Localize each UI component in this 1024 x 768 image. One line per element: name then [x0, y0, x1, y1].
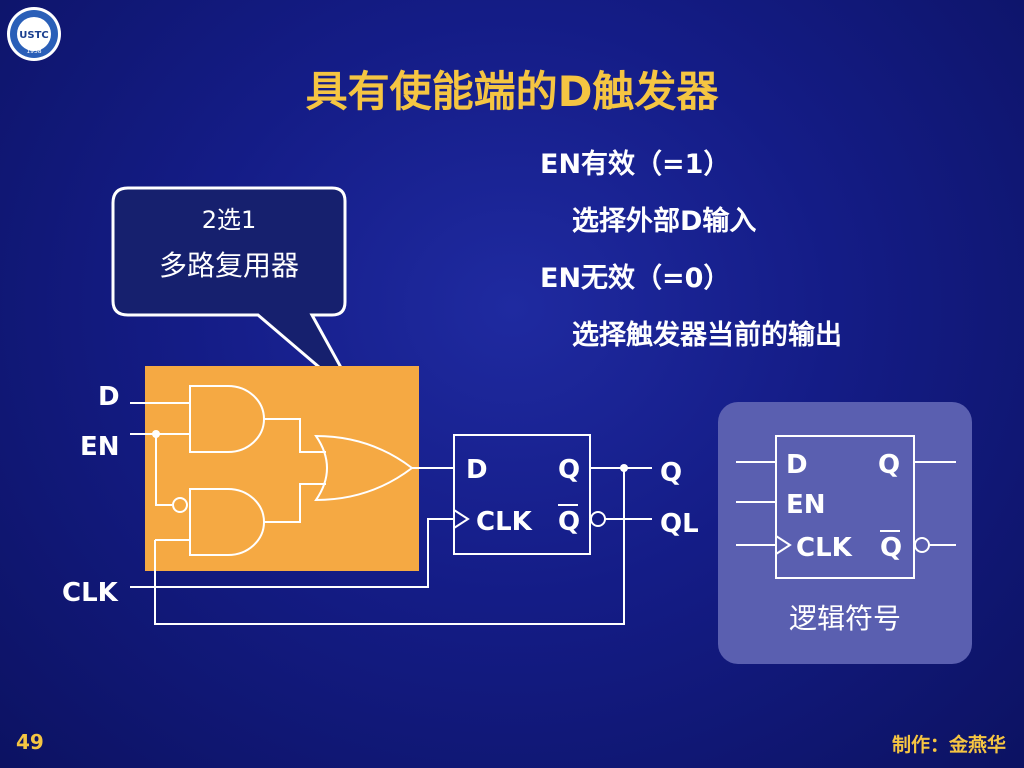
qn-inverter-bubble [590, 511, 606, 527]
symbol-pin-clk: CLK [796, 533, 853, 563]
page-number: 49 [16, 730, 44, 754]
dff-box [453, 434, 591, 555]
logo-text: USTC [19, 30, 48, 41]
callout-line-1: 2选1 [202, 206, 257, 234]
bullet-select-q: 选择触发器当前的输出 [572, 320, 842, 351]
bullet-en-valid: EN有效（=1） [540, 149, 731, 180]
dff-pin-clk: CLK [476, 507, 533, 537]
q-junction-dot [620, 464, 628, 472]
symbol-pin-en: EN [786, 490, 826, 520]
slide-title: 具有使能端的D触发器 [305, 67, 719, 116]
logo-year: 1958 [26, 48, 41, 55]
symbol-qn-bubble [914, 537, 930, 553]
label-output-ql: QL [660, 509, 699, 539]
en-inverter-bubble [172, 497, 188, 513]
label-output-q: Q [660, 458, 682, 488]
university-logo: USTC 1958 [7, 7, 61, 61]
symbol-pin-d: D [786, 450, 808, 480]
wire-and1-or [264, 418, 326, 453]
symbol-clk-triangle [775, 535, 792, 555]
dff-pin-q: Q [558, 455, 580, 485]
or-gate [314, 434, 414, 502]
symbol-caption: 逻辑符号 [789, 602, 901, 635]
symbol-box [775, 435, 915, 579]
and-gate-bottom [189, 488, 265, 556]
dff-clk-triangle [453, 509, 470, 529]
explanation-list: EN有效（=1） 选择外部D输入 EN无效（=0） 选择触发器当前的输出 [540, 148, 842, 376]
symbol-pin-qn: Q [880, 533, 902, 563]
wire-feedback [154, 468, 625, 625]
wire-en-branch [155, 434, 172, 506]
mux-callout-bubble [111, 186, 362, 404]
wire-and2-or [264, 483, 326, 523]
label-input-clk: CLK [62, 578, 119, 608]
label-input-en: EN [80, 432, 120, 462]
callout-line-2: 多路复用器 [159, 249, 299, 282]
bullet-select-d: 选择外部D输入 [572, 206, 757, 237]
dff-pin-d: D [466, 455, 488, 485]
symbol-panel [718, 402, 972, 664]
dff-pin-qn: Q [558, 507, 580, 537]
bullet-en-invalid: EN无效（=0） [540, 263, 731, 294]
en-junction-dot [152, 430, 160, 438]
symbol-pin-q: Q [878, 450, 900, 480]
and-gate-top [189, 385, 265, 453]
label-input-d: D [98, 382, 120, 412]
author-credit: 制作：金燕华 [891, 734, 1006, 756]
wire-clk [130, 518, 454, 588]
